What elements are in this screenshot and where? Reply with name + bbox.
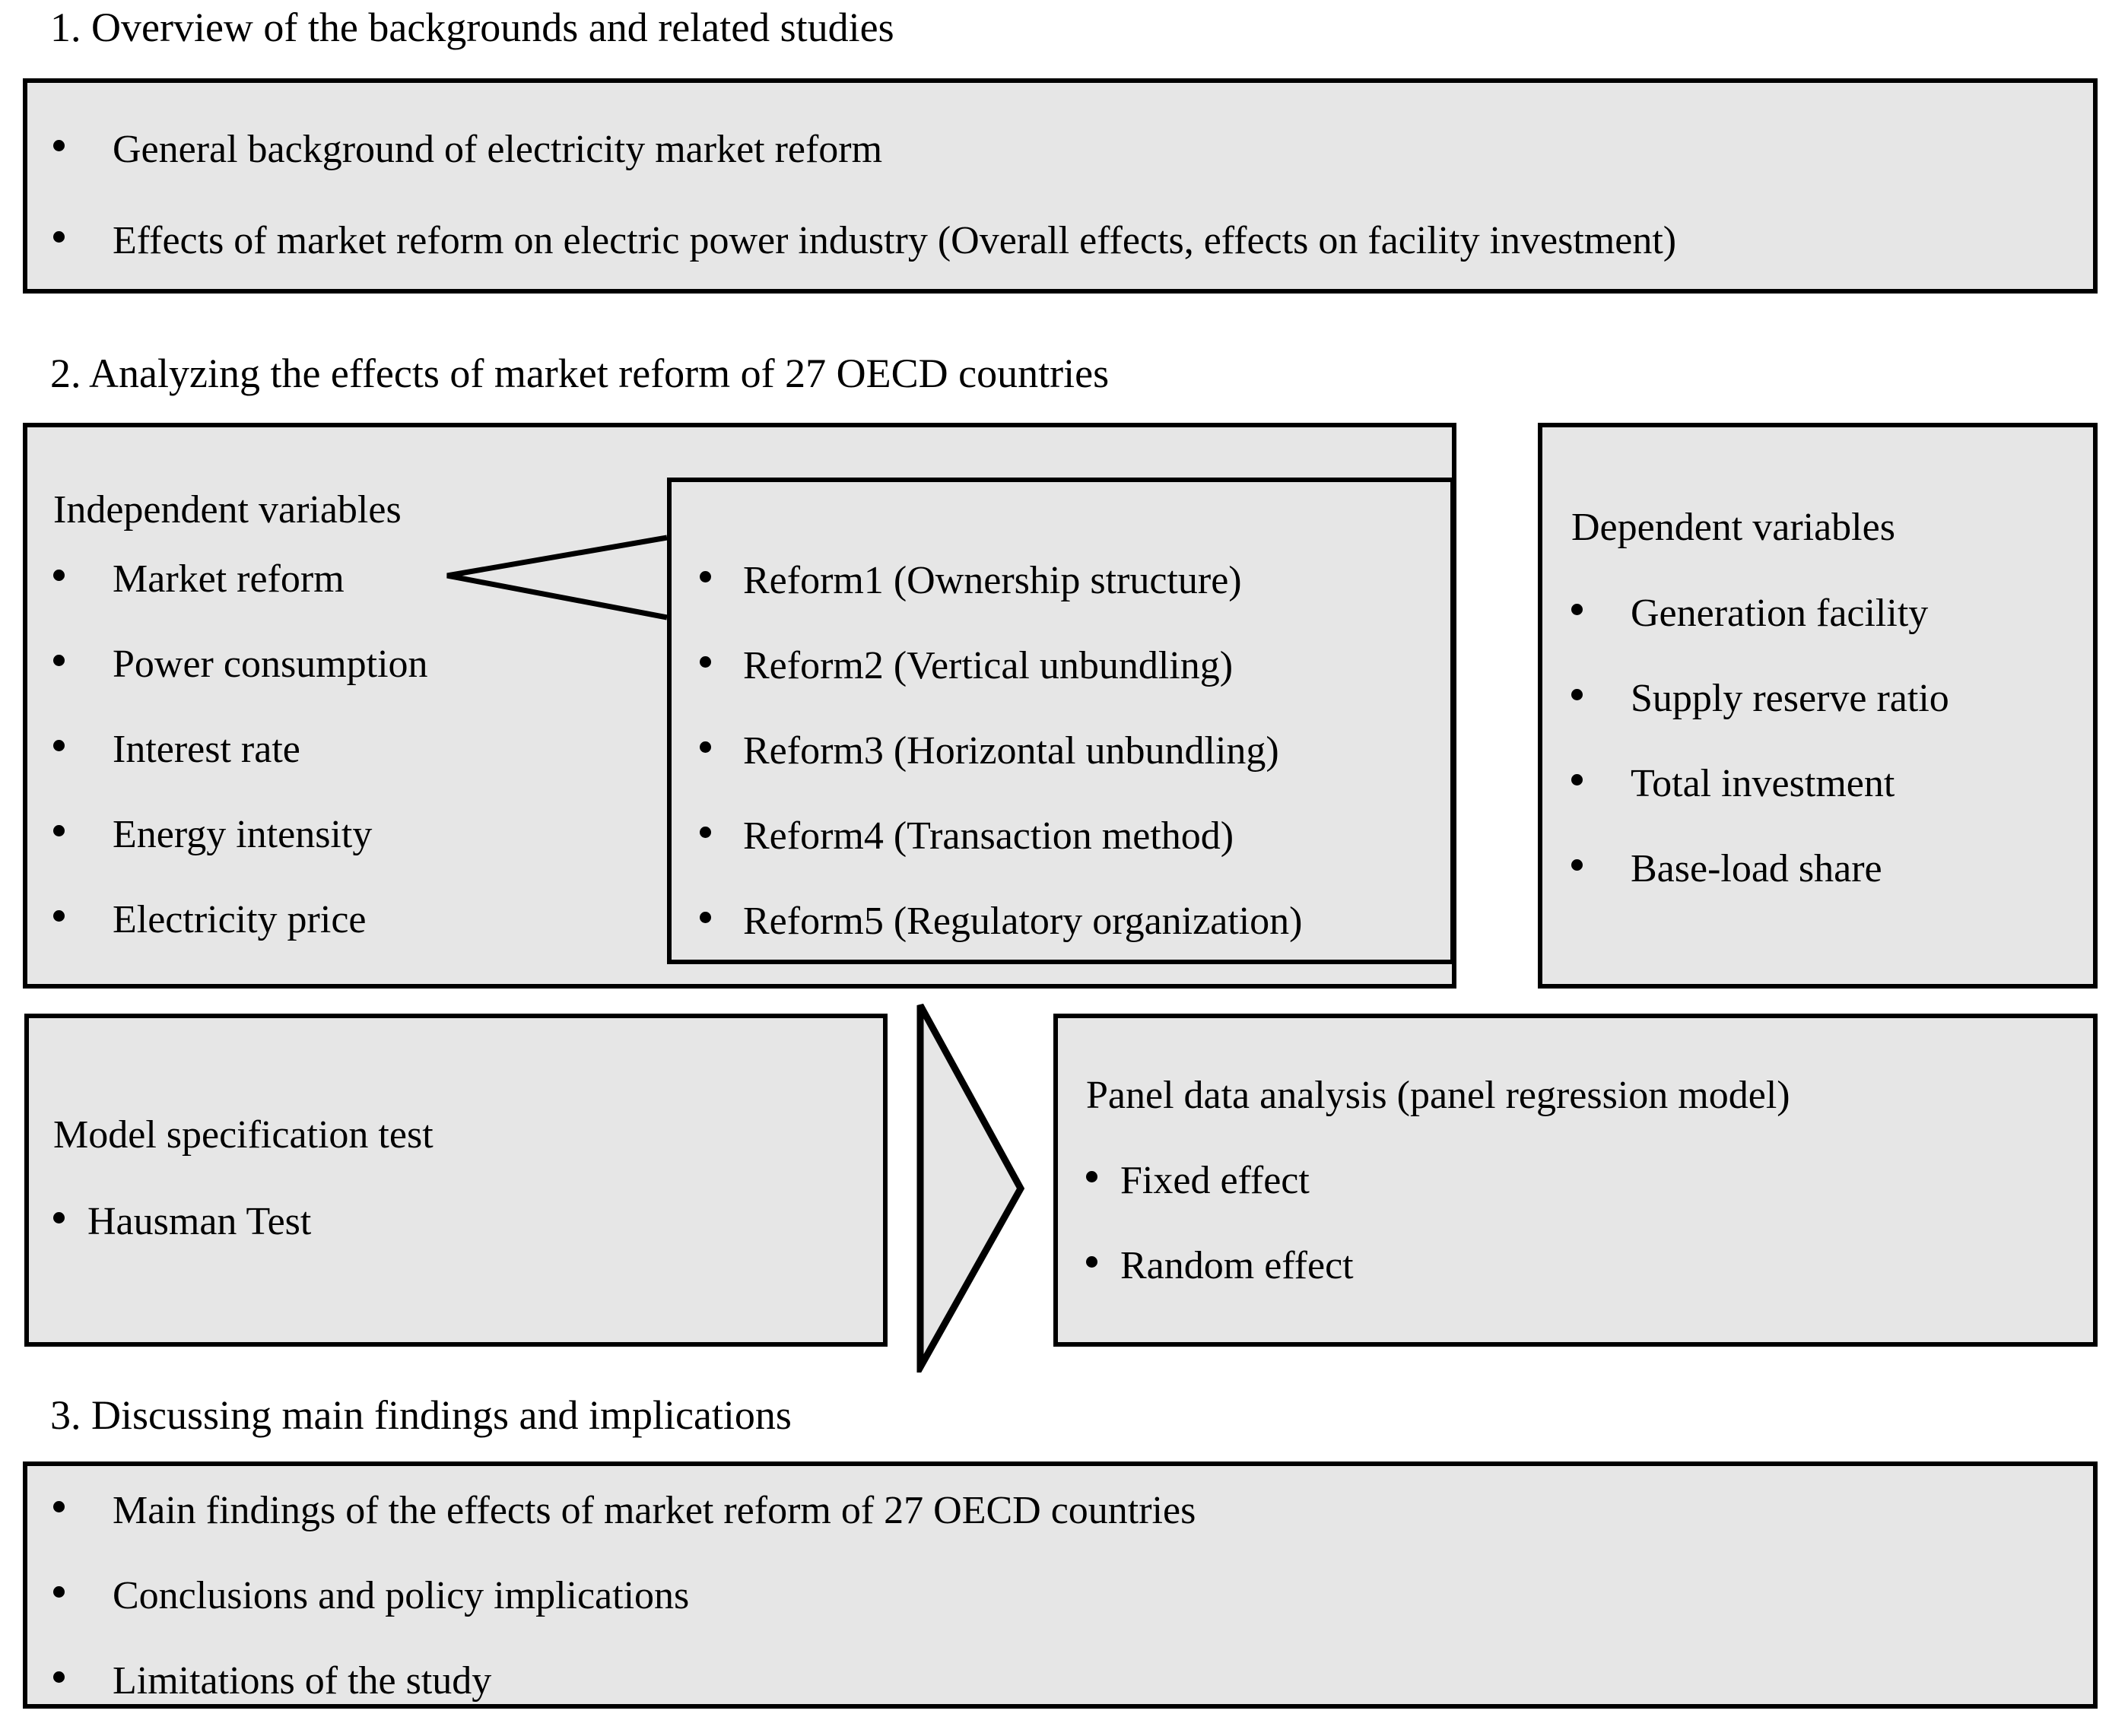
bullet-icon: [53, 1671, 65, 1683]
list-item: Base-load share: [1571, 847, 1882, 890]
bullet-icon: [53, 570, 65, 581]
reform-bullet-1: Reform1 (Ownership structure): [743, 559, 1242, 602]
section-1-bullet-2: Effects of market reform on electric pow…: [113, 219, 1677, 262]
bullet-icon: [700, 827, 711, 838]
dependent-bullet-1: Generation facility: [1631, 592, 1929, 635]
panel-data-analysis-title: Panel data analysis (panel regression mo…: [1086, 1074, 1790, 1117]
bullet-icon: [53, 140, 65, 151]
dependent-bullet-2: Supply reserve ratio: [1631, 677, 1949, 720]
section-3-bullet-1: Main findings of the effects of market r…: [113, 1489, 1196, 1532]
bullet-icon: [53, 825, 65, 836]
bullet-icon: [1086, 1256, 1097, 1268]
dependent-variables-title: Dependent variables: [1571, 506, 1895, 549]
reform-bullet-3: Reform3 (Horizontal unbundling): [743, 729, 1279, 773]
list-item: Effects of market reform on electric pow…: [53, 219, 1676, 262]
flow-arrow-icon: [916, 1003, 1025, 1373]
list-item: Reform1 (Ownership structure): [700, 559, 1242, 602]
panel-bullet-2: Random effect: [1120, 1244, 1354, 1287]
section-3-heading: 3. Discussing main findings and implicat…: [50, 1392, 792, 1438]
dependent-variables-box: [1538, 423, 2098, 989]
panel-bullet-1: Fixed effect: [1120, 1159, 1310, 1202]
reform-detail-box: [667, 478, 1455, 964]
bullet-icon: [1571, 859, 1583, 871]
bullet-icon: [700, 912, 711, 923]
list-item: Hausman Test: [53, 1200, 311, 1243]
list-item: Reform3 (Horizontal unbundling): [700, 729, 1279, 773]
dependent-bullet-4: Base-load share: [1631, 847, 1882, 890]
panel-data-analysis-box: [1053, 1014, 2098, 1347]
list-item: Power consumption: [53, 643, 428, 686]
bullet-icon: [53, 655, 65, 666]
bullet-icon: [1571, 689, 1583, 700]
section-2-heading: 2. Analyzing the effects of market refor…: [50, 351, 1110, 396]
bullet-icon: [53, 231, 65, 243]
independent-bullet-2: Power consumption: [113, 643, 428, 686]
section-1-bullet-1: General background of electricity market…: [113, 128, 883, 171]
model-specification-test-box: [24, 1014, 888, 1347]
list-item: Fixed effect: [1086, 1159, 1310, 1202]
list-item: Supply reserve ratio: [1571, 677, 1949, 720]
list-item: Random effect: [1086, 1244, 1354, 1287]
bullet-icon: [1086, 1171, 1097, 1182]
section-3-bullet-3: Limitations of the study: [113, 1659, 492, 1703]
bullet-icon: [53, 1586, 65, 1598]
list-item: Total investment: [1571, 762, 1895, 805]
section-3-box: [23, 1461, 2098, 1709]
section-1-heading: 1. Overview of the backgrounds and relat…: [50, 5, 894, 50]
list-item: Reform4 (Transaction method): [700, 814, 1234, 858]
bullet-icon: [700, 741, 711, 753]
section-3-bullet-2: Conclusions and policy implications: [113, 1574, 690, 1617]
model-specification-test-title: Model specification test: [53, 1113, 434, 1157]
independent-variables-title: Independent variables: [53, 488, 402, 532]
list-item: Conclusions and policy implications: [53, 1574, 689, 1617]
list-item: Generation facility: [1571, 592, 1928, 635]
list-item: Reform2 (Vertical unbundling): [700, 644, 1233, 687]
bullet-icon: [53, 910, 65, 922]
reform-bullet-2: Reform2 (Vertical unbundling): [743, 644, 1234, 687]
bullet-icon: [53, 1212, 65, 1223]
reform-bullet-4: Reform4 (Transaction method): [743, 814, 1234, 858]
list-item: Main findings of the effects of market r…: [53, 1489, 1196, 1532]
list-item: Reform5 (Regulatory organization): [700, 900, 1303, 943]
model-test-bullet-1: Hausman Test: [87, 1200, 312, 1243]
independent-bullet-1: Market reform: [113, 557, 345, 601]
bullet-icon: [1571, 774, 1583, 785]
list-item: Market reform: [53, 557, 345, 601]
list-item: Interest rate: [53, 728, 300, 771]
bullet-icon: [53, 1501, 65, 1512]
bullet-icon: [1571, 604, 1583, 615]
bullet-icon: [700, 656, 711, 668]
bullet-icon: [700, 571, 711, 582]
list-item: General background of electricity market…: [53, 128, 882, 171]
independent-bullet-4: Energy intensity: [113, 813, 373, 856]
bullet-icon: [53, 740, 65, 751]
list-item: Electricity price: [53, 898, 366, 941]
independent-bullet-5: Electricity price: [113, 898, 367, 941]
list-item: Limitations of the study: [53, 1659, 491, 1703]
section-1-box: [23, 78, 2098, 294]
reform-bullet-5: Reform5 (Regulatory organization): [743, 900, 1303, 943]
independent-bullet-3: Interest rate: [113, 728, 300, 771]
list-item: Energy intensity: [53, 813, 372, 856]
dependent-bullet-3: Total investment: [1631, 762, 1895, 805]
